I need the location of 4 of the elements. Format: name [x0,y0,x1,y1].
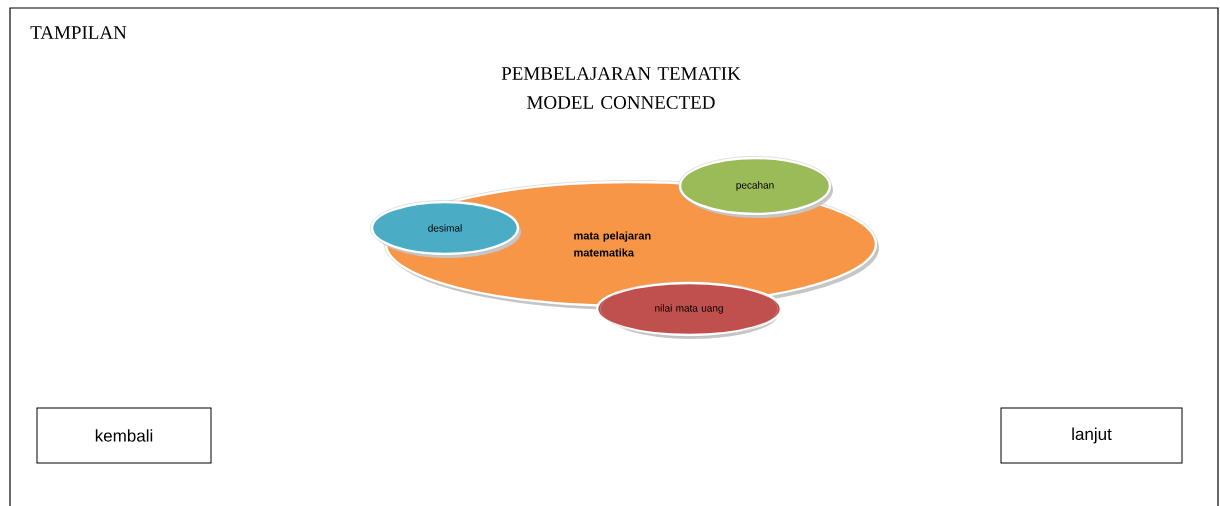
title: PEMBELAJARAN TEMATIK MODEL CONNECTED [501,67,741,109]
nav-button: kembali [36,407,212,464]
screen-label: TAMPILAN [30,26,127,39]
nav-button: lanjut [1000,407,1183,464]
